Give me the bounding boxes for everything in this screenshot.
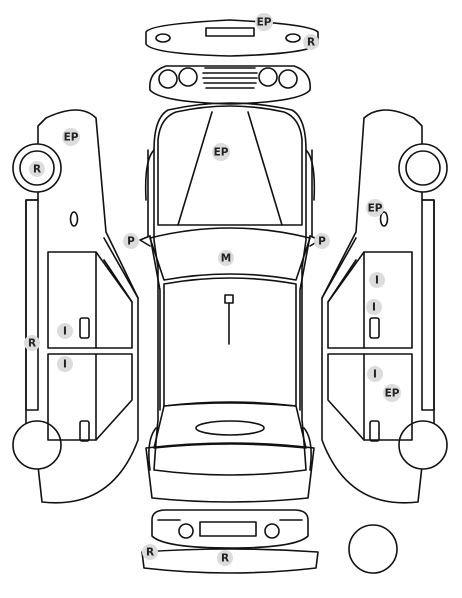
damage-marker-label: EP xyxy=(368,203,383,215)
damage-marker-left-fender-ep[interactable]: EP xyxy=(62,128,80,146)
rear-bumper[interactable] xyxy=(141,548,319,574)
roof[interactable] xyxy=(163,277,297,407)
damage-marker-label: EP xyxy=(214,147,229,159)
damage-marker-left-rocker-r[interactable]: R xyxy=(24,335,40,351)
left-side-view[interactable] xyxy=(12,109,139,504)
front-fascia[interactable] xyxy=(149,65,311,105)
hood[interactable] xyxy=(157,105,303,226)
damage-marker-rear-bumper-r-1[interactable]: R xyxy=(142,544,158,560)
damage-marker-label: EP xyxy=(385,388,400,400)
trunk[interactable] xyxy=(145,442,315,503)
damage-marker-label: P xyxy=(127,236,135,248)
damage-marker-label: I xyxy=(373,369,377,381)
damage-marker-right-front-door-i-2[interactable]: I xyxy=(366,299,382,315)
damage-marker-label: I xyxy=(372,302,376,314)
spare-wheel[interactable] xyxy=(348,524,398,574)
damage-marker-right-fender-ep[interactable]: EP xyxy=(366,199,384,217)
damage-marker-label: R xyxy=(28,338,36,350)
damage-marker-label: P xyxy=(318,236,326,248)
damage-marker-front-bumper-ep[interactable]: EP xyxy=(255,13,273,31)
left-mirror[interactable] xyxy=(139,235,151,247)
damage-marker-label: M xyxy=(221,253,231,265)
right-side-view[interactable] xyxy=(321,109,448,504)
damage-marker-label: EP xyxy=(64,132,79,144)
damage-marker-left-front-door-i[interactable]: I xyxy=(57,323,73,339)
damage-marker-left-front-wheel-r[interactable]: R xyxy=(29,161,45,177)
damage-marker-right-rear-door-i[interactable]: I xyxy=(367,366,383,382)
damage-marker-label: R xyxy=(221,553,229,565)
damage-marker-label: I xyxy=(63,326,67,338)
front-bumper[interactable] xyxy=(145,19,319,57)
windshield[interactable] xyxy=(149,227,311,281)
rear-window[interactable] xyxy=(153,401,307,449)
damage-marker-label: EP xyxy=(257,17,272,29)
damage-marker-label: R xyxy=(307,37,315,49)
damage-marker-label: I xyxy=(63,359,67,371)
damage-marker-right-front-door-i-1[interactable]: I xyxy=(369,272,385,288)
damage-marker-hood-ep[interactable]: EP xyxy=(212,143,230,161)
damage-marker-left-rear-door-i[interactable]: I xyxy=(57,356,73,372)
damage-marker-rear-bumper-r-2[interactable]: R xyxy=(217,550,233,566)
damage-marker-right-rear-door-ep[interactable]: EP xyxy=(383,384,401,402)
damage-marker-front-bumper-r[interactable]: R xyxy=(303,34,319,50)
damage-marker-label: R xyxy=(33,164,41,176)
damage-marker-label: I xyxy=(375,275,379,287)
damage-marker-label: R xyxy=(146,547,154,559)
rear-fascia[interactable] xyxy=(151,509,309,549)
damage-marker-roof-m[interactable]: M xyxy=(218,250,234,266)
car-body xyxy=(144,102,316,476)
damage-marker-left-mirror-p[interactable]: P xyxy=(123,233,139,249)
damage-marker-right-mirror-p[interactable]: P xyxy=(314,233,330,249)
